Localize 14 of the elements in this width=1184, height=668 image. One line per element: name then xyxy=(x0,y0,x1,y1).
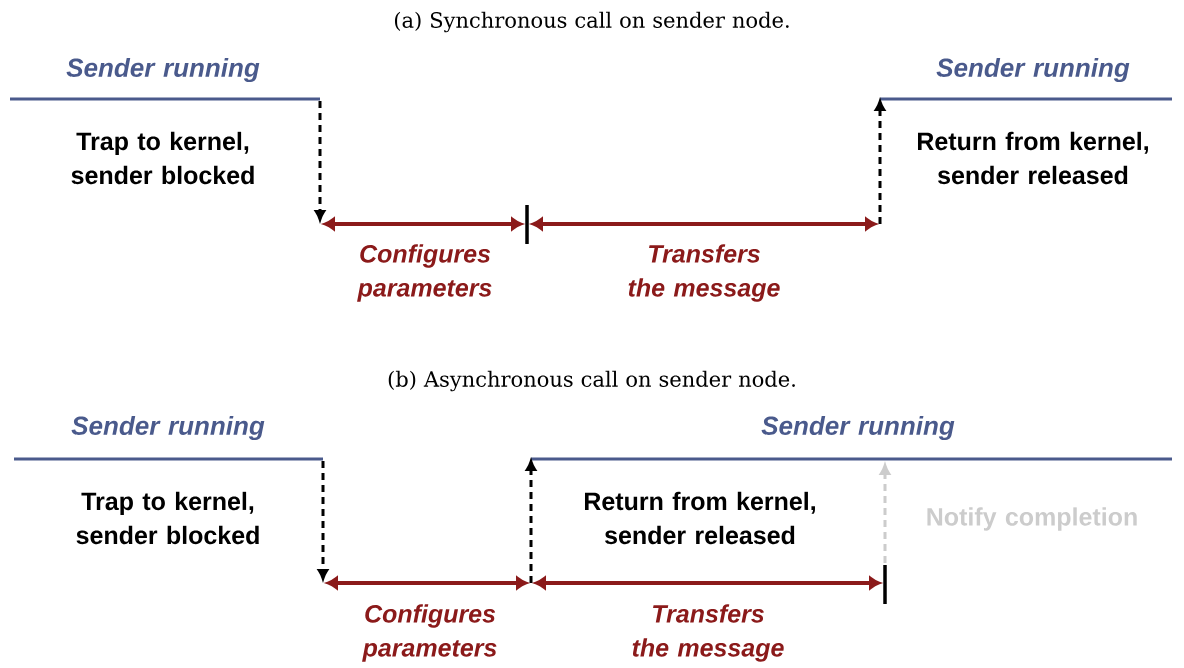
phase-label: Configures parameters xyxy=(362,604,497,662)
state-label: Sender running xyxy=(66,57,260,83)
subfigure-caption: (b) Asynchronous call on sender node. xyxy=(388,370,795,392)
phase-label: Transfers the message xyxy=(632,604,784,662)
state-label: Sender running xyxy=(936,57,1130,83)
event-label: Trap to kernel, sender blocked xyxy=(71,131,254,185)
subfigure-caption: (a) Synchronous call on sender node. xyxy=(395,11,789,33)
event-label: Return from kernel, sender released xyxy=(918,131,1148,185)
event-label: Trap to kernel, sender blocked xyxy=(76,491,259,545)
phase-label: Configures parameters xyxy=(357,244,492,302)
event-label: Return from kernel, sender released xyxy=(585,491,815,545)
state-label: Sender running xyxy=(761,415,955,441)
state-label: Sender running xyxy=(71,415,265,441)
phase-label: Transfers the message xyxy=(628,244,780,302)
